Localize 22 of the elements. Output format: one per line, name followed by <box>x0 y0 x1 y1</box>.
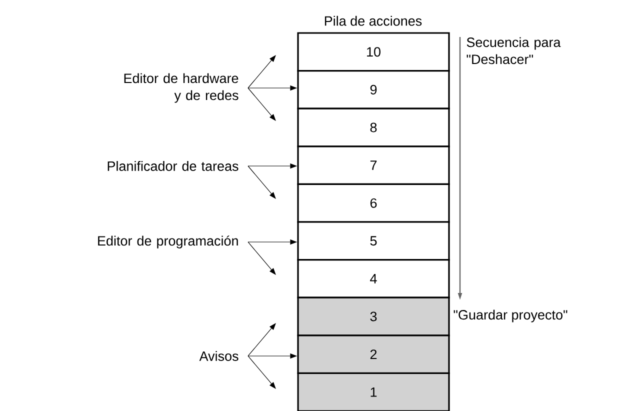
stack-box: 6 <box>297 183 450 223</box>
sequence-note: Secuencia para "Deshacer" <box>466 37 561 64</box>
stack-box: 5 <box>297 221 450 261</box>
arrow <box>248 166 276 199</box>
arrow <box>248 55 276 88</box>
text-label: Planificador de tareas <box>108 161 238 171</box>
stack-box: 4 <box>297 259 450 298</box>
stack-box: 7 <box>297 146 450 185</box>
stack-box: 9 <box>297 70 450 110</box>
save-note: "Guardar proyecto" <box>454 310 568 322</box>
stack-box: 1 <box>297 372 450 411</box>
stack-box: 2 <box>297 334 450 374</box>
arrow <box>248 242 276 275</box>
text-label: Editor de programación <box>98 236 238 248</box>
stack-box: 10 <box>297 32 450 72</box>
arrow <box>248 88 276 121</box>
text-label: Editor de hardware y de redes <box>124 73 238 103</box>
stack-box: 3 <box>297 296 450 336</box>
arrow <box>248 323 276 356</box>
stack-box: 8 <box>297 108 450 148</box>
text-label: Avisos <box>199 351 238 361</box>
arrow <box>248 356 276 389</box>
